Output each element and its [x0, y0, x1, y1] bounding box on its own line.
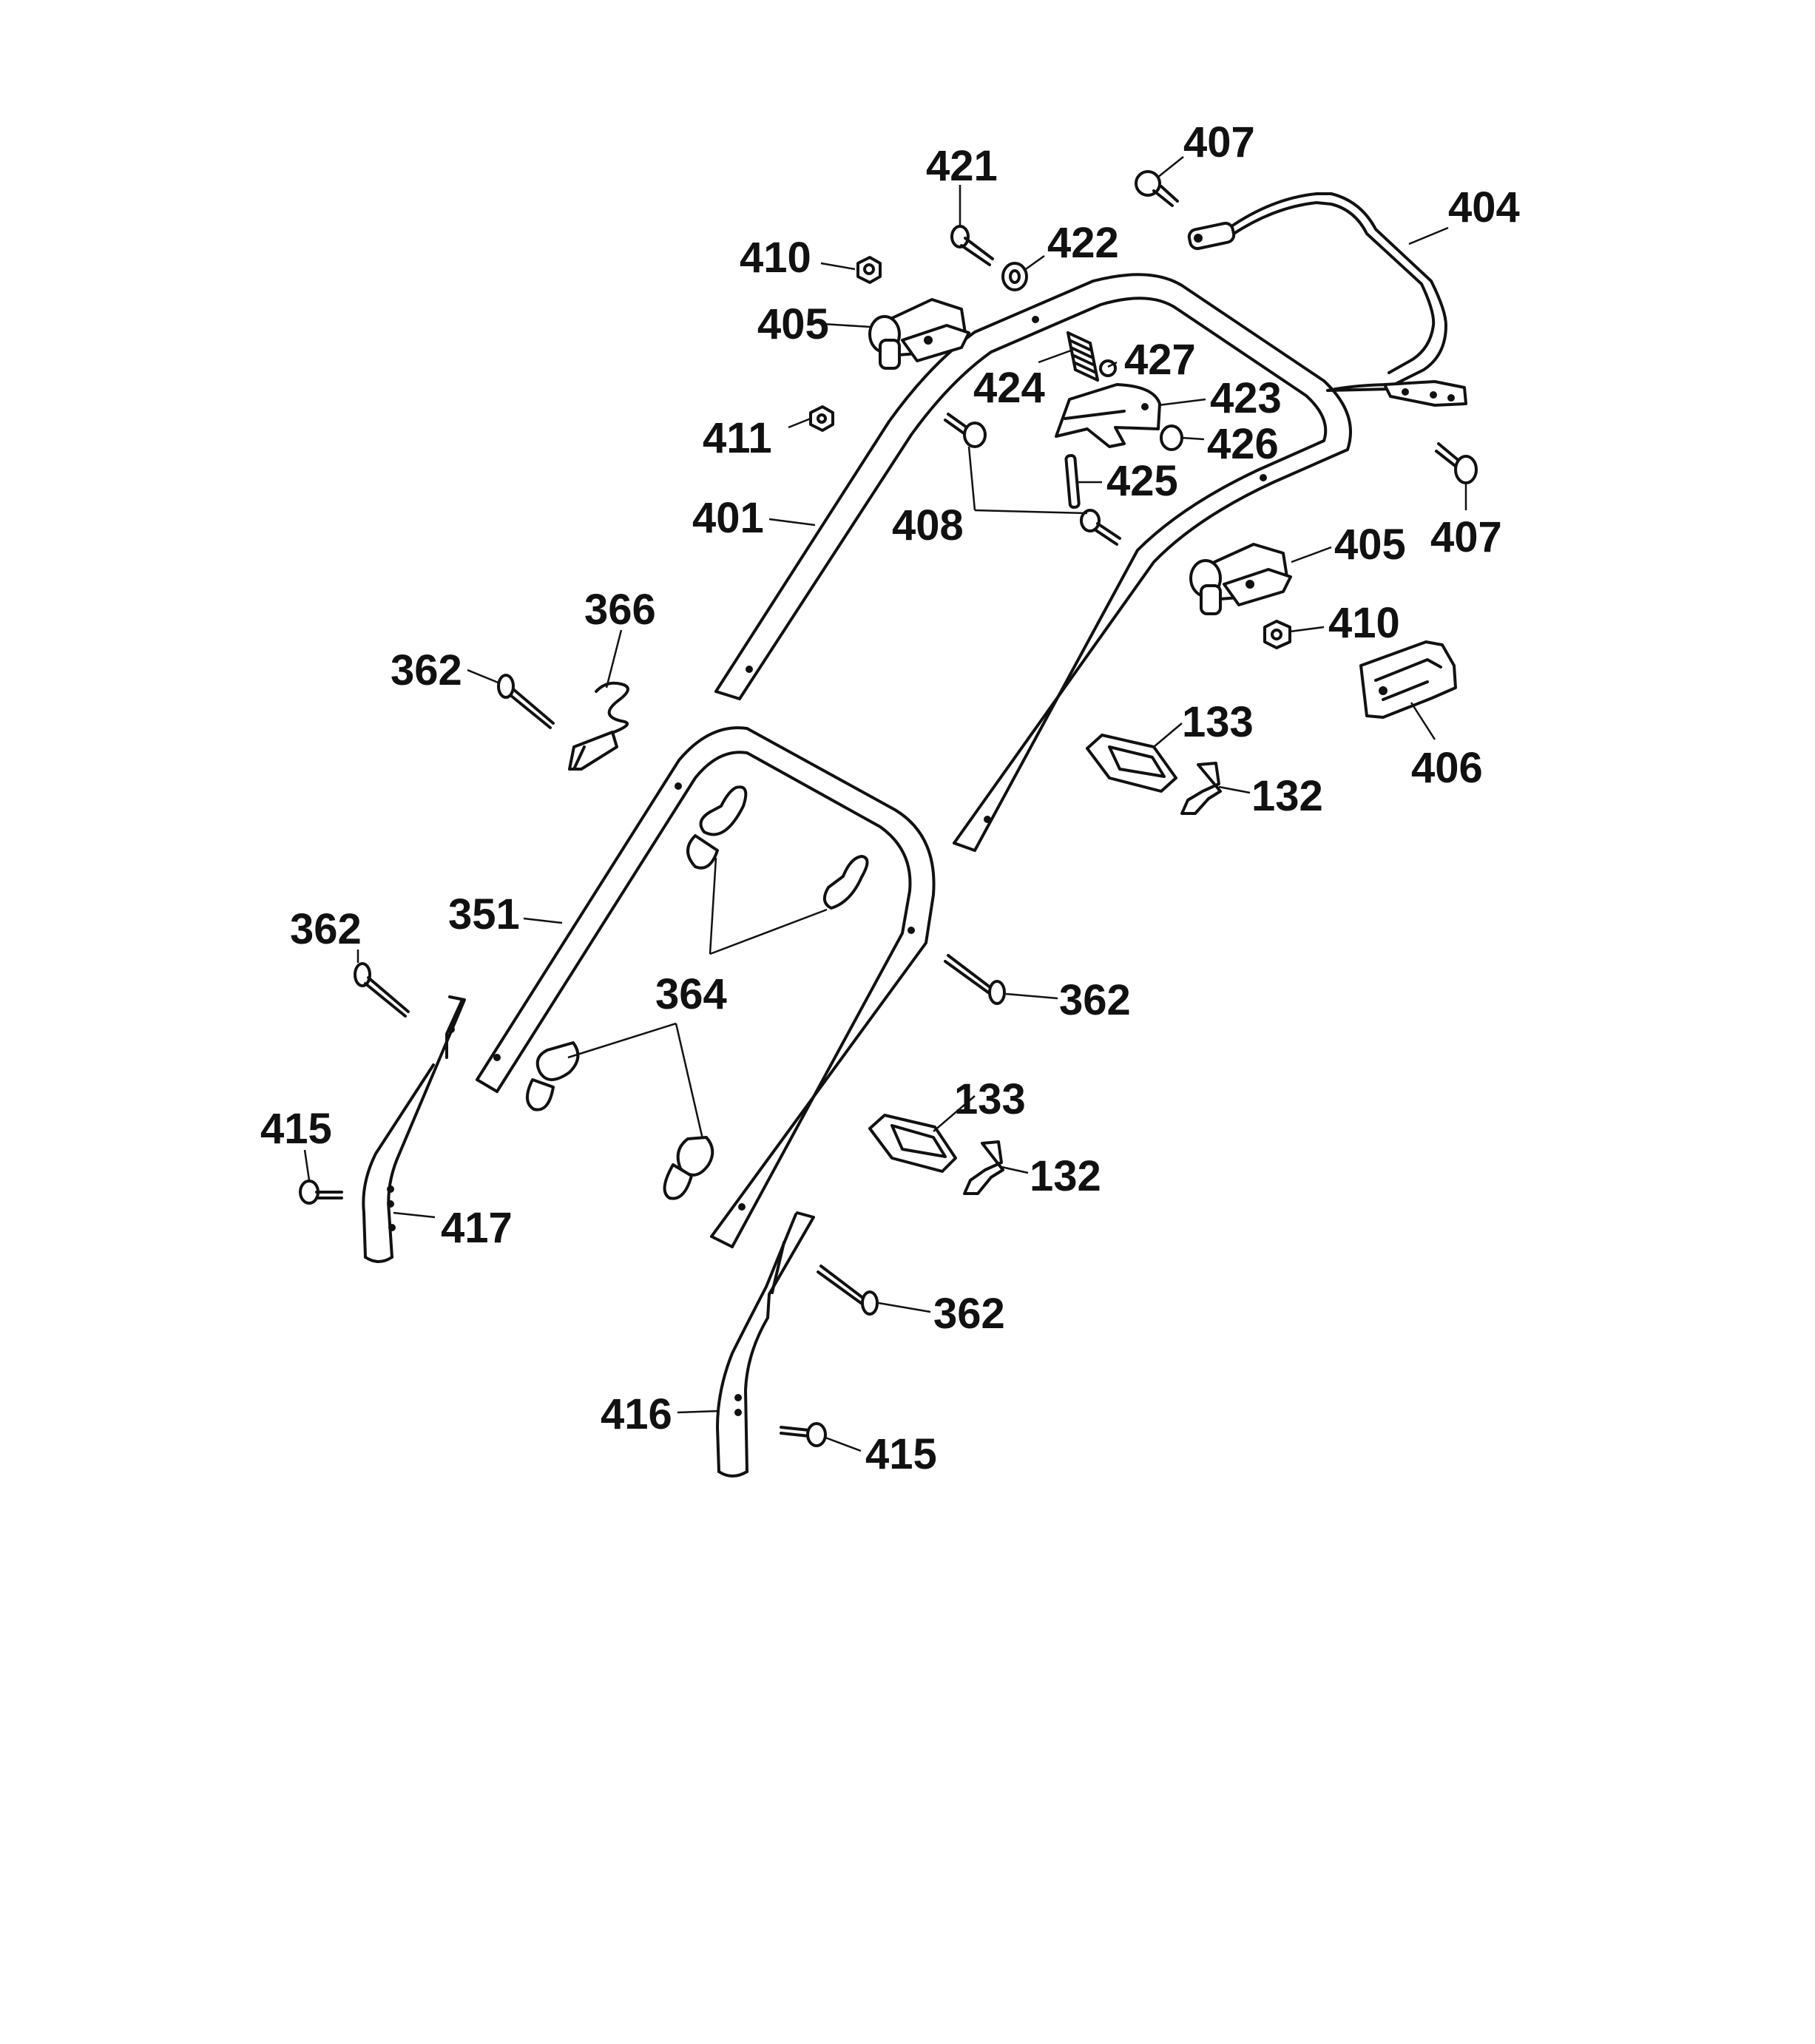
pin-425 [1064, 454, 1081, 509]
cover-133-lower [868, 1114, 957, 1173]
callout-423: 423 [1210, 374, 1282, 422]
callout-415-b: 415 [865, 1430, 937, 1478]
control-bar-404 [1187, 192, 1467, 407]
callout-132-upper: 132 [1251, 772, 1323, 820]
cap-426 [1160, 424, 1183, 451]
callout-415-a: 415 [260, 1105, 332, 1153]
leader-lines [303, 156, 1467, 1452]
callout-133-lower: 133 [954, 1075, 1026, 1123]
upper-handle-401 [714, 273, 1352, 852]
callout-425: 425 [1106, 457, 1178, 505]
callout-427: 427 [1124, 336, 1196, 384]
callout-362-a: 362 [391, 646, 462, 694]
wing-knob-364-c [526, 1041, 580, 1111]
callout-405-upper: 405 [757, 300, 829, 348]
callout-410-upper: 410 [740, 234, 811, 282]
callouts: 407 421 404 410 422 405 427 424 423 411 … [260, 118, 1520, 1478]
lower-tube-417 [362, 995, 466, 1263]
nut-411 [809, 405, 834, 432]
screw-408-b [1080, 509, 1121, 546]
callout-366: 366 [584, 586, 656, 634]
callout-424: 424 [973, 364, 1045, 412]
callout-133-upper: 133 [1182, 698, 1254, 746]
callout-362-c: 362 [1059, 976, 1131, 1024]
callout-421: 421 [926, 142, 998, 190]
bolt-421 [950, 225, 994, 266]
callout-410-lower: 410 [1328, 599, 1400, 647]
switch-box-406 [1359, 640, 1457, 719]
pin-407-right [1435, 442, 1478, 484]
lower-tube-416 [716, 1211, 815, 1478]
spring-424 [1067, 331, 1099, 382]
middle-handle-351 [476, 726, 936, 1248]
callout-407-top: 407 [1183, 118, 1255, 166]
clip-427 [1099, 359, 1117, 377]
clamp-405-lower [1189, 543, 1292, 615]
callout-426: 426 [1207, 420, 1279, 468]
callout-362-d: 362 [933, 1290, 1005, 1338]
callout-405-lower: 405 [1334, 521, 1406, 569]
wing-knob-364-a [686, 785, 748, 870]
callout-132-lower: 132 [1030, 1152, 1101, 1200]
clip-132-lower [963, 1140, 1004, 1195]
callout-407-right: 407 [1430, 513, 1502, 561]
wing-knob-364-b [822, 855, 869, 910]
pin-407-top [1135, 170, 1179, 207]
callout-416: 416 [601, 1390, 672, 1438]
wing-knob-364-d [663, 1136, 714, 1200]
callout-422: 422 [1047, 219, 1119, 267]
screw-362-b [354, 962, 410, 1018]
washer-422 [1001, 262, 1028, 291]
nut-410-lower [1263, 620, 1291, 649]
callout-411: 411 [703, 414, 772, 462]
clamp-405-upper [868, 298, 970, 370]
callout-401: 401 [692, 494, 764, 542]
spring-clip-366 [568, 681, 629, 771]
screw-362-d [817, 1265, 879, 1316]
screw-415-b [780, 1422, 827, 1447]
callout-364: 364 [655, 970, 727, 1018]
cover-133-upper [1086, 734, 1177, 793]
bracket-423 [1055, 383, 1161, 448]
nut-410-upper [856, 256, 882, 284]
callout-406: 406 [1411, 744, 1483, 792]
screw-362-c [944, 954, 1006, 1005]
callout-351: 351 [448, 890, 520, 938]
callout-362-b: 362 [290, 905, 362, 953]
screw-408-a [944, 413, 987, 448]
screw-362-a [497, 674, 555, 729]
clip-132-upper [1180, 762, 1222, 815]
callout-417: 417 [441, 1204, 513, 1252]
callout-408: 408 [892, 501, 964, 549]
screw-415-a [299, 1180, 343, 1205]
callout-404: 404 [1448, 183, 1520, 231]
